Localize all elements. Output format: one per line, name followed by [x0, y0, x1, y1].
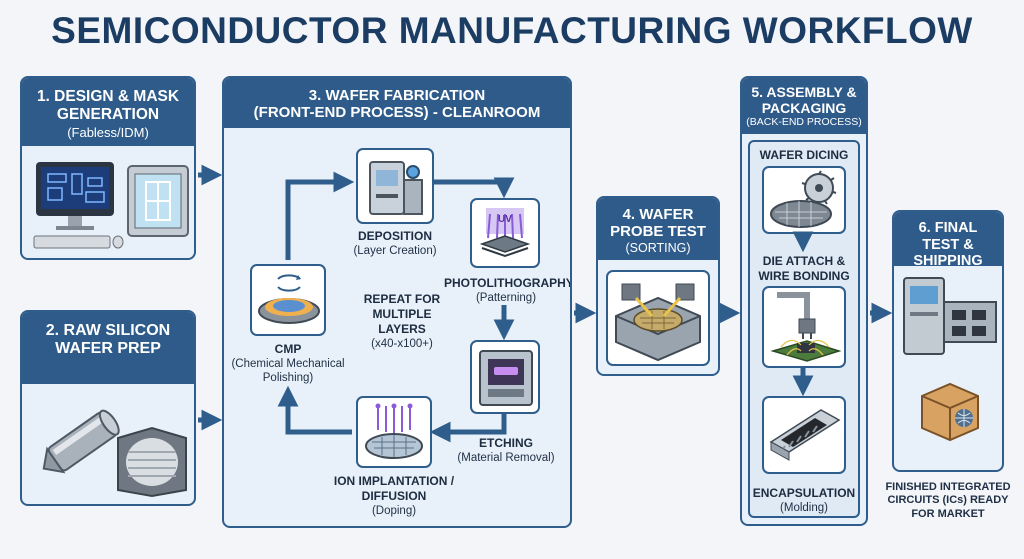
deposition-name: DEPOSITION [357, 229, 432, 243]
shipping-box-icon [921, 382, 979, 442]
encapsulation-tile [762, 396, 846, 474]
stage-5-packaging-panel: 5. ASSEMBLY & PACKAGING (BACK-END PROCES… [740, 76, 868, 526]
uv-exposure-icon: UV [479, 208, 531, 258]
die-attach-name: DIE ATTACH & WIRE BONDING [758, 254, 850, 283]
stage-1-header: 1. DESIGN & MASK GENERATION (Fabless/IDM… [22, 78, 194, 146]
cmp-tile [250, 264, 326, 336]
wafer-dicing-label: WAFER DICING [750, 148, 858, 163]
cmp-label: CMP (Chemical Mechanical Polishing) [224, 342, 352, 386]
ion-beam-wafer-icon [365, 403, 423, 459]
ion-implantation-label: ION IMPLANTATION / DIFFUSION (Doping) [312, 474, 476, 518]
stage-6-final-test-panel: 6. FINAL TEST & SHIPPING [892, 210, 1004, 472]
cmp-polisher-icon [258, 274, 320, 324]
stage-1-title: 1. DESIGN & MASK GENERATION [36, 88, 180, 123]
wafer-dicing-tile [762, 166, 846, 234]
stage-3-title-line2: (FRONT-END PROCESS) - CLEANROOM [253, 104, 541, 122]
computer-icon [33, 162, 124, 249]
stage-1-subtitle: (Fabless/IDM) [67, 124, 149, 140]
stage-6-header: 6. FINAL TEST & SHIPPING [894, 212, 1002, 270]
photolithography-label: PHOTOLITHOGRAPHY (Patterning) [444, 276, 572, 305]
ion-implantation-desc: (Doping) [371, 505, 417, 517]
dicing-saw-icon [770, 170, 837, 228]
stage-5-header: 5. ASSEMBLY & PACKAGING (BACK-END PROCES… [742, 78, 866, 134]
test-equipment-icon [903, 277, 997, 355]
encapsulation-name: ENCAPSULATION [752, 486, 856, 500]
wafer-prober-icon [615, 283, 701, 362]
photolithography-name: PHOTOLITHOGRAPHY [444, 276, 572, 290]
photomask-icon [127, 165, 189, 237]
deposition-tile [356, 148, 434, 224]
etching-desc: (Material Removal) [457, 452, 555, 464]
die-attach-tile [762, 286, 846, 368]
etching-chamber-icon [479, 350, 533, 406]
repeat-count: (x40-x100+) [371, 338, 433, 350]
stage-5-subtitle: (BACK-END PROCESS) [746, 116, 862, 129]
stage-1-design-panel: 1. DESIGN & MASK GENERATION (Fabless/IDM… [20, 76, 196, 260]
photolithography-desc: (Patterning) [475, 292, 537, 304]
silicon-ingot-icon [42, 409, 120, 474]
wire-bonder-icon [770, 292, 842, 362]
etching-name: ETCHING [479, 436, 533, 450]
stage-4-title: 4. WAFER PROBE TEST [610, 206, 706, 241]
final-output-label: FINISHED INTEGRATED CIRCUITS (ICs) READY… [880, 481, 1016, 521]
stage-6-title: 6. FINAL TEST & SHIPPING [913, 220, 983, 270]
stage-4-subtitle: (SORTING) [625, 240, 691, 255]
deposition-machine-icon [369, 161, 423, 215]
stage-2-header: 2. RAW SILICON WAFER PREP [22, 312, 194, 384]
stage-2-title: 2. RAW SILICON WAFER PREP [45, 322, 171, 358]
deposition-desc: (Layer Creation) [353, 245, 437, 257]
diagram-title: SEMICONDUCTOR MANUFACTURING WORKFLOW [51, 10, 973, 51]
repeat-text: REPEAT FOR MULTIPLE LAYERS [363, 292, 441, 336]
stage-3-title: 3. WAFER FABRICATION [308, 87, 486, 104]
stage-3-fabrication-panel: 3. WAFER FABRICATION (FRONT-END PROCESS)… [222, 76, 572, 528]
probe-test-tile [606, 270, 710, 366]
stage-2-wafer-prep-panel: 2. RAW SILICON WAFER PREP [20, 310, 196, 506]
stage-5-title: 5. ASSEMBLY & PACKAGING [751, 84, 857, 117]
die-attach-label: DIE ATTACH & WIRE BONDING [750, 254, 858, 284]
ic-package-icon [769, 409, 841, 461]
photolithography-tile: UV [470, 198, 540, 268]
wafer-dicing-name: WAFER DICING [759, 148, 849, 162]
ion-implantation-tile [356, 396, 432, 468]
cmp-name: CMP [274, 342, 302, 356]
deposition-label: DEPOSITION (Layer Creation) [334, 229, 456, 258]
stage-4-header: 4. WAFER PROBE TEST (SORTING) [598, 198, 718, 260]
stage-4-probe-test-panel: 4. WAFER PROBE TEST (SORTING) [596, 196, 720, 376]
encapsulation-desc: (Molding) [780, 502, 828, 514]
encapsulation-label: ENCAPSULATION (Molding) [750, 486, 858, 515]
repeat-layers-label: REPEAT FOR MULTIPLE LAYERS (x40-x100+) [350, 292, 454, 351]
final-output-text: FINISHED INTEGRATED CIRCUITS (ICs) READY… [885, 481, 1011, 520]
uv-text: UV [498, 214, 512, 225]
cmp-desc: (Chemical Mechanical Polishing) [231, 358, 345, 385]
etching-label: ETCHING (Material Removal) [444, 436, 568, 465]
stage-3-header: 3. WAFER FABRICATION (FRONT-END PROCESS)… [224, 78, 570, 128]
ion-implantation-name: ION IMPLANTATION / DIFFUSION [333, 474, 455, 503]
etching-tile [470, 340, 540, 414]
wafer-cassette-icon [117, 426, 187, 498]
